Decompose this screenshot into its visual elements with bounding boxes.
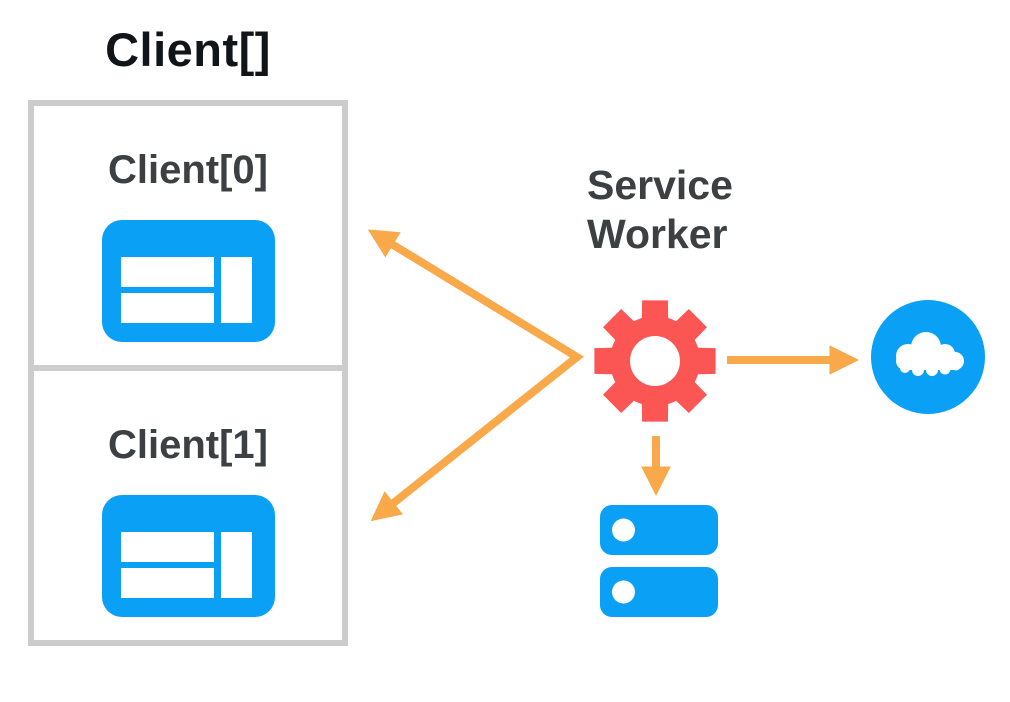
client-cell-1: Client[1] xyxy=(34,365,342,640)
cloud-glyph xyxy=(896,332,964,376)
diagram-title: Client[] xyxy=(105,23,271,76)
service-worker-label-line1: Service xyxy=(587,162,733,208)
client-array-box: Client[0] Client[1] xyxy=(28,100,348,646)
browser-window-icon xyxy=(101,220,275,342)
database-icon xyxy=(600,505,718,617)
service-worker-label-line2: Worker xyxy=(587,211,728,257)
service-worker-label: Service Worker xyxy=(587,161,733,259)
gear-icon xyxy=(594,300,716,422)
client-1-label: Client[1] xyxy=(108,423,268,467)
browser-window-icon xyxy=(101,495,275,617)
arrow-sw-to-clients xyxy=(367,229,584,522)
cloud-icon xyxy=(871,300,985,414)
client-0-label: Client[0] xyxy=(108,148,268,192)
client-cell-0: Client[0] xyxy=(34,106,342,365)
